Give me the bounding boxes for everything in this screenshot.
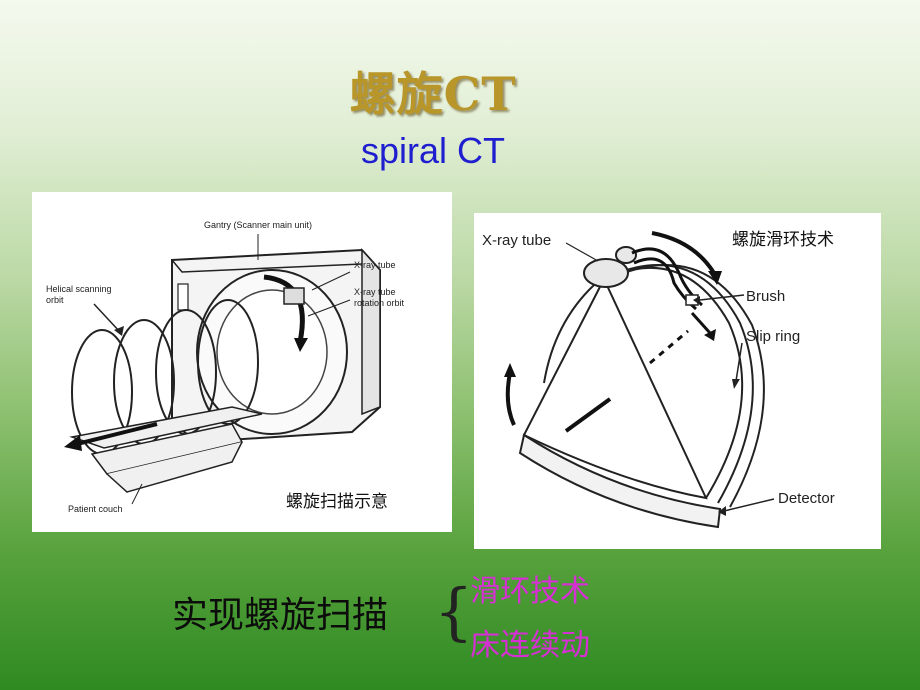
slip-ring-label: Slip ring bbox=[746, 328, 800, 345]
left-figure-caption: 螺旋扫描示意 bbox=[286, 492, 388, 512]
title-cn: 螺旋CT bbox=[349, 67, 517, 121]
item-continuous-couch: 床连续动 bbox=[470, 628, 590, 663]
title-en: spiral CT bbox=[360, 130, 506, 171]
slip-ring-drawing: X-ray tube Brush Slip ring Detector bbox=[482, 231, 835, 529]
xray-tube-shape bbox=[583, 258, 629, 288]
xray-tube-label: X-ray tube bbox=[482, 232, 551, 249]
rotation-orbit-label-1: X-ray tube bbox=[354, 287, 396, 297]
brush-label: Brush bbox=[746, 288, 785, 305]
helical-scan-drawing: Gantry (Scanner main unit) X-ray tube X-… bbox=[46, 220, 405, 514]
helical-scan-figure: Gantry (Scanner main unit) X-ray tube X-… bbox=[32, 192, 452, 532]
right-figure-caption: 螺旋滑环技术 bbox=[732, 230, 834, 250]
brace: { bbox=[434, 575, 474, 648]
detector-arc bbox=[518, 433, 722, 529]
patient-couch-label: Patient couch bbox=[68, 504, 123, 514]
patient-couch bbox=[69, 406, 263, 493]
rotation-arrow-left bbox=[505, 372, 516, 426]
rotation-orbit-label-2: rotation orbit bbox=[354, 298, 405, 308]
slip-ring-figure: X-ray tube Brush Slip ring Detector 螺旋滑环… bbox=[474, 213, 881, 549]
rotation-arrow-top bbox=[651, 231, 716, 275]
xray-tube-label: X-ray tube bbox=[354, 260, 396, 270]
slip-ring-rings bbox=[543, 264, 765, 508]
detector-label: Detector bbox=[778, 490, 835, 507]
xray-fan-beam bbox=[522, 276, 708, 500]
gantry-label: Gantry (Scanner main unit) bbox=[204, 220, 312, 230]
bottom-label: 实现螺旋扫描 bbox=[172, 595, 389, 636]
helical-orbit-label-2: orbit bbox=[46, 295, 64, 305]
item-slip-ring-tech: 滑环技术 bbox=[470, 574, 590, 609]
helical-orbit-label-1: Helical scanning bbox=[46, 284, 112, 294]
xray-tube-shape bbox=[283, 287, 305, 305]
